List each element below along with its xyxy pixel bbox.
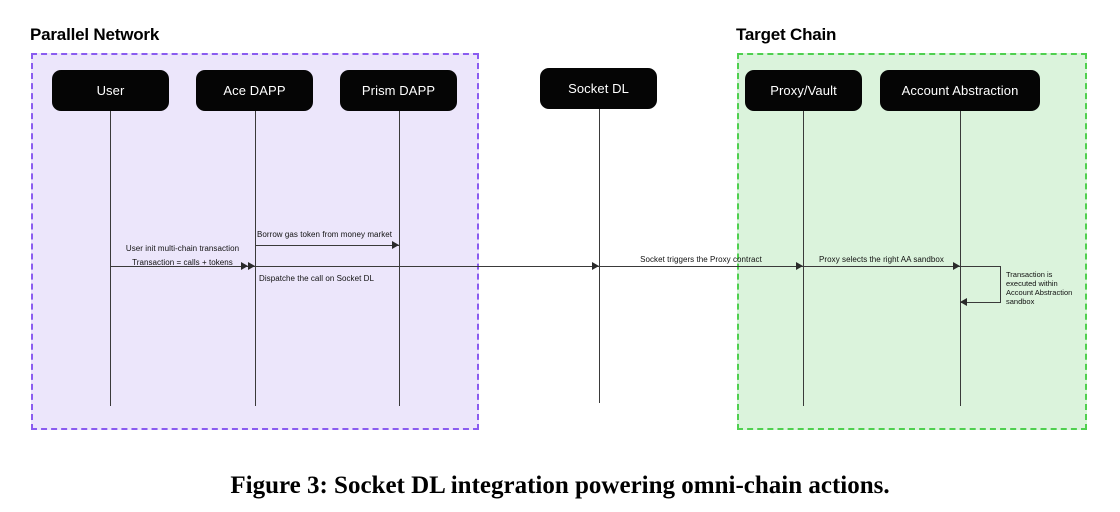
actor-label-prism-dapp: Prism DAPP [361, 83, 436, 98]
actor-box-ace-dapp[interactable]: Ace DAPP [196, 70, 313, 111]
figure-caption: Figure 3: Socket DL integration powering… [230, 472, 890, 499]
message-label-dispatch-call: Dispatche the call on Socket DL [259, 274, 374, 283]
message-line-user-init [110, 266, 255, 267]
actor-label-user: User [96, 83, 125, 98]
actor-box-user[interactable]: User [52, 70, 169, 111]
message-label-socket-triggers: Socket triggers the Proxy contract [640, 255, 762, 264]
actor-label-ace-dapp: Ace DAPP [223, 83, 286, 98]
actor-box-socket-dl[interactable]: Socket DL [540, 68, 657, 109]
actor-label-proxy-vault: Proxy/Vault [770, 83, 837, 98]
arrowhead-proxy-selects [953, 262, 960, 270]
lifeline-proxy-vault [803, 110, 804, 406]
arrowhead-dispatch-call [592, 262, 599, 270]
message-line-proxy-selects [803, 266, 960, 267]
message-label-borrow-gas: Borrow gas token from money market [257, 230, 393, 239]
actor-box-prism-dapp[interactable]: Prism DAPP [340, 70, 457, 111]
message-line-socket-triggers [599, 266, 803, 267]
group-title-target-chain: Target Chain [736, 25, 837, 44]
actor-box-proxy-vault[interactable]: Proxy/Vault [745, 70, 862, 111]
selfloop-bottom-line [960, 302, 1000, 303]
lifeline-user [110, 110, 111, 406]
lifeline-account-abstraction [960, 110, 961, 406]
note-line-1: Transaction is [1006, 270, 1053, 279]
arrowhead-selfloop [960, 298, 967, 306]
message-label-user-init: User init multi-chain transaction [125, 244, 240, 253]
actor-label-socket-dl: Socket DL [568, 81, 629, 96]
selfloop-top-line [960, 266, 1000, 267]
message-line-dispatch-call [255, 266, 599, 267]
note-line-3: Account Abstraction [1006, 288, 1073, 297]
message-label-proxy-selects: Proxy selects the right AA sandbox [819, 255, 944, 264]
arrowhead-user-init-secondary [248, 262, 255, 270]
actor-label-account-abstraction: Account Abstraction [901, 83, 1019, 98]
arrowhead-borrow-gas [392, 241, 399, 249]
lifeline-socket-dl [599, 107, 600, 403]
lifeline-ace-dapp [255, 110, 256, 406]
group-title-parallel-network: Parallel Network [30, 25, 160, 44]
group-box-target-chain [737, 53, 1087, 430]
message-line-borrow-gas [255, 245, 399, 246]
note-aa-sandbox: Transaction is executed within Account A… [1006, 270, 1092, 306]
note-line-4: sandbox [1006, 297, 1035, 306]
arrowhead-socket-triggers [796, 262, 803, 270]
arrowhead-user-init [241, 262, 248, 270]
selfloop-right-line [1000, 266, 1001, 303]
note-line-2: executed within [1006, 279, 1058, 288]
message-label-transaction-def: Transaction = calls + tokens [132, 258, 233, 267]
actor-box-account-abstraction[interactable]: Account Abstraction [880, 70, 1040, 111]
message-riser-borrow-gas [399, 245, 400, 266]
